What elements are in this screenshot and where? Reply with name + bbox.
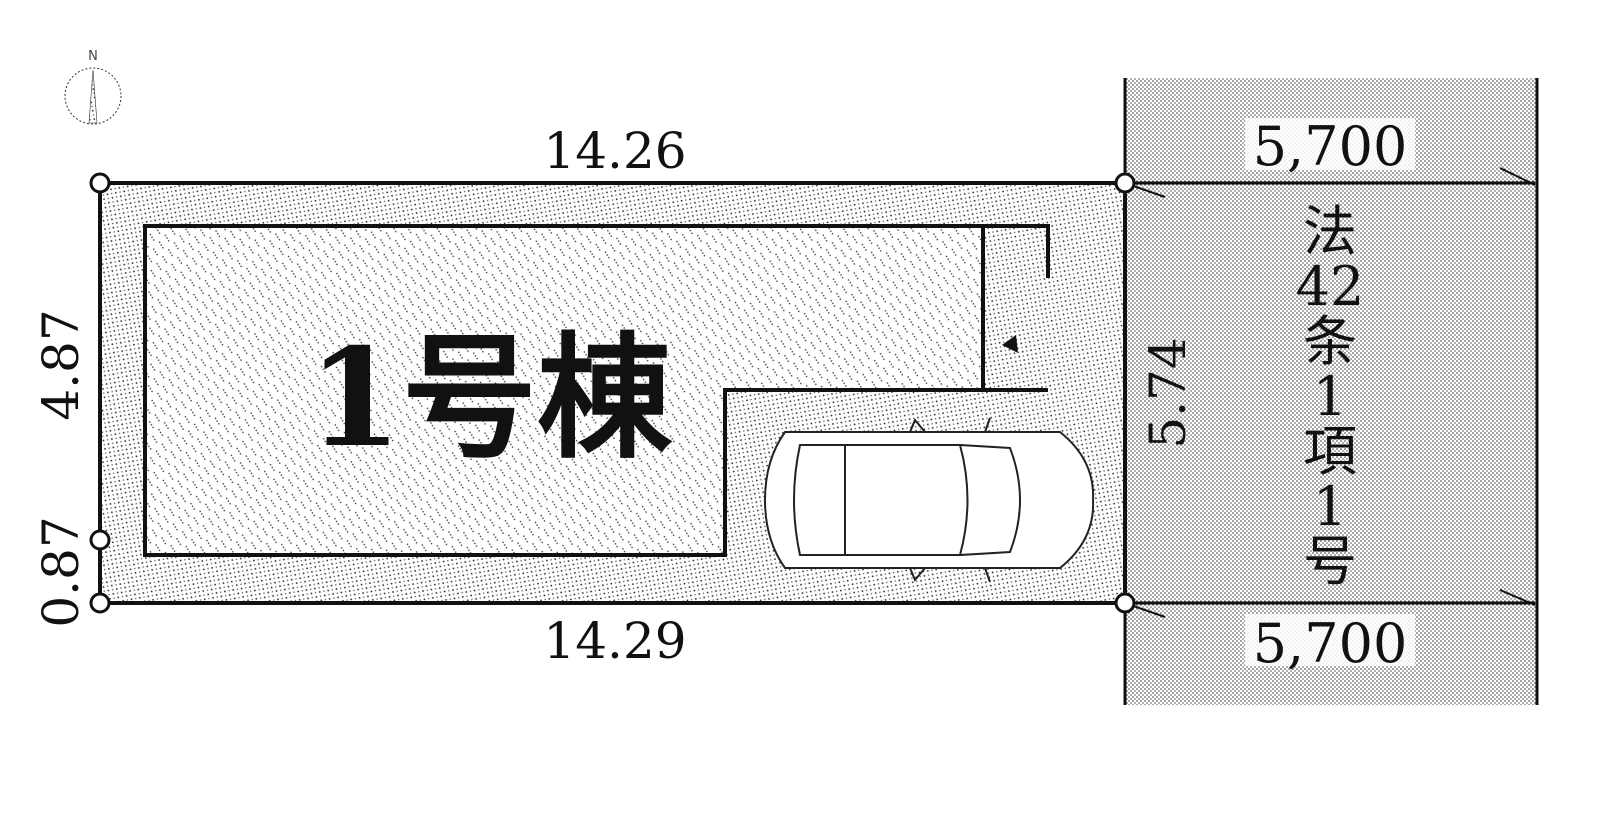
svg-text:号: 号	[1303, 530, 1357, 593]
dimension-bottom: 14.29	[543, 612, 686, 670]
building: 1号棟	[143, 224, 1050, 557]
dimension-top: 14.26	[543, 122, 686, 180]
boundary-marker	[89, 529, 111, 551]
svg-text:項: 項	[1303, 420, 1357, 483]
boundary-marker	[1114, 172, 1136, 194]
road-width-bottom: 5,700	[1253, 612, 1408, 675]
svg-text:42: 42	[1296, 255, 1365, 318]
road-type-label: 法 42 条 1 項 1 号	[1296, 200, 1365, 593]
svg-text:1: 1	[1313, 365, 1347, 428]
road: 5,700 5,700 法 42 条 1 項 1 号	[1123, 78, 1539, 705]
north-arrow-icon: N	[64, 49, 122, 125]
building-label: 1号棟	[308, 318, 673, 477]
svg-text:法: 法	[1303, 200, 1357, 263]
dimension-left-upper: 4.87	[32, 309, 90, 420]
svg-text:1: 1	[1313, 475, 1347, 538]
north-label: N	[88, 49, 98, 64]
road-width-top: 5,700	[1253, 115, 1408, 178]
boundary-marker	[1114, 592, 1136, 614]
svg-text:条: 条	[1303, 310, 1357, 373]
entrance-icon	[1002, 335, 1018, 353]
dimension-frontage: 5.74	[1139, 337, 1197, 448]
boundary-marker	[89, 172, 111, 194]
boundary-marker	[89, 592, 111, 614]
car-icon	[763, 417, 1095, 583]
dimension-left-lower: 0.87	[32, 516, 90, 627]
